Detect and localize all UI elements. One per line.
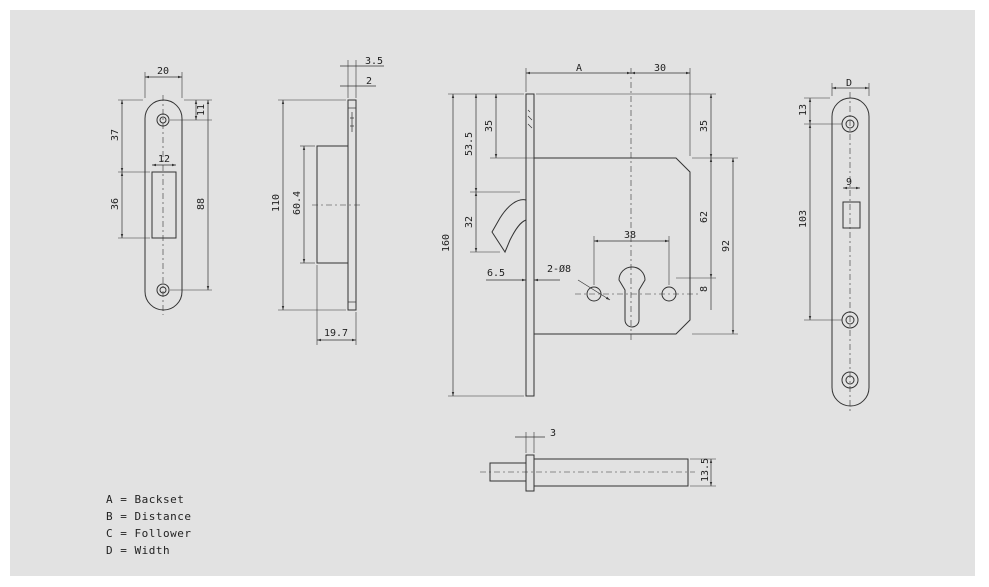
dim-38: 38 xyxy=(624,230,636,241)
spindle-shaft xyxy=(533,458,689,487)
dim-160: 160 xyxy=(441,234,452,252)
dim-13: 13 xyxy=(798,104,809,116)
legend-item: A = Backset xyxy=(106,493,185,506)
dim-faceplate-width: D xyxy=(846,78,852,89)
dim-side-depth: 19.7 xyxy=(324,328,348,339)
dim-front-total: 88 xyxy=(196,198,207,210)
front-latch-slot xyxy=(151,171,177,239)
dim-side-thickness: 3.5 xyxy=(365,56,383,67)
dim-backset: A xyxy=(576,63,582,74)
dim-front-slot-width: 12 xyxy=(158,154,170,165)
side-latch-body xyxy=(316,145,349,264)
dim-spindle-3: 3 xyxy=(550,428,556,439)
dim-9: 9 xyxy=(846,177,852,188)
dim-53-5: 53.5 xyxy=(464,132,475,156)
legend: A = Backset B = Distance C = Follower D … xyxy=(106,491,191,559)
dim-6-5: 6.5 xyxy=(487,268,505,279)
dim-92: 92 xyxy=(721,240,732,252)
legend-item: B = Distance xyxy=(106,510,192,523)
dim-side-latch: 60.4 xyxy=(292,191,303,215)
drawing-background xyxy=(10,10,975,576)
main-view xyxy=(448,68,738,397)
legend-item: D = Width xyxy=(106,544,171,557)
dim-front-width: 20 xyxy=(157,66,169,77)
dim-8: 8 xyxy=(699,286,710,292)
dim-front-top: 37 xyxy=(110,129,121,141)
faceplate-outline xyxy=(831,97,870,407)
front-plate-outline xyxy=(144,99,183,311)
dim-side-height: 110 xyxy=(271,194,282,212)
dim-30: 30 xyxy=(654,63,666,74)
side-view xyxy=(278,60,384,345)
legend-item: C = Follower xyxy=(106,527,192,540)
dim-holes: 2-Ø8 xyxy=(547,263,571,275)
dimension-labels: 20 37 36 12 11 88 3.5 2 110 60.4 19.7 A … xyxy=(110,56,852,482)
dim-13-5: 13.5 xyxy=(700,458,711,482)
dim-35-right: 35 xyxy=(699,120,710,132)
front-view xyxy=(118,72,212,315)
main-faceplate xyxy=(525,93,535,397)
dim-103: 103 xyxy=(798,210,809,228)
cylinder-cutout xyxy=(618,266,646,328)
faceplate-view xyxy=(804,83,870,412)
dim-front-hole: 11 xyxy=(196,104,207,116)
dim-32: 32 xyxy=(464,216,475,228)
dim-62: 62 xyxy=(699,211,710,223)
faceplate-latch-slot xyxy=(842,201,861,229)
main-body-outline xyxy=(534,157,691,335)
dim-side-small: 2 xyxy=(366,76,372,87)
spindle-view xyxy=(480,432,716,492)
spindle-plate xyxy=(525,454,535,492)
main-latch xyxy=(491,199,527,254)
dim-front-slot-height: 36 xyxy=(110,198,121,210)
dim-35-left: 35 xyxy=(484,120,495,132)
